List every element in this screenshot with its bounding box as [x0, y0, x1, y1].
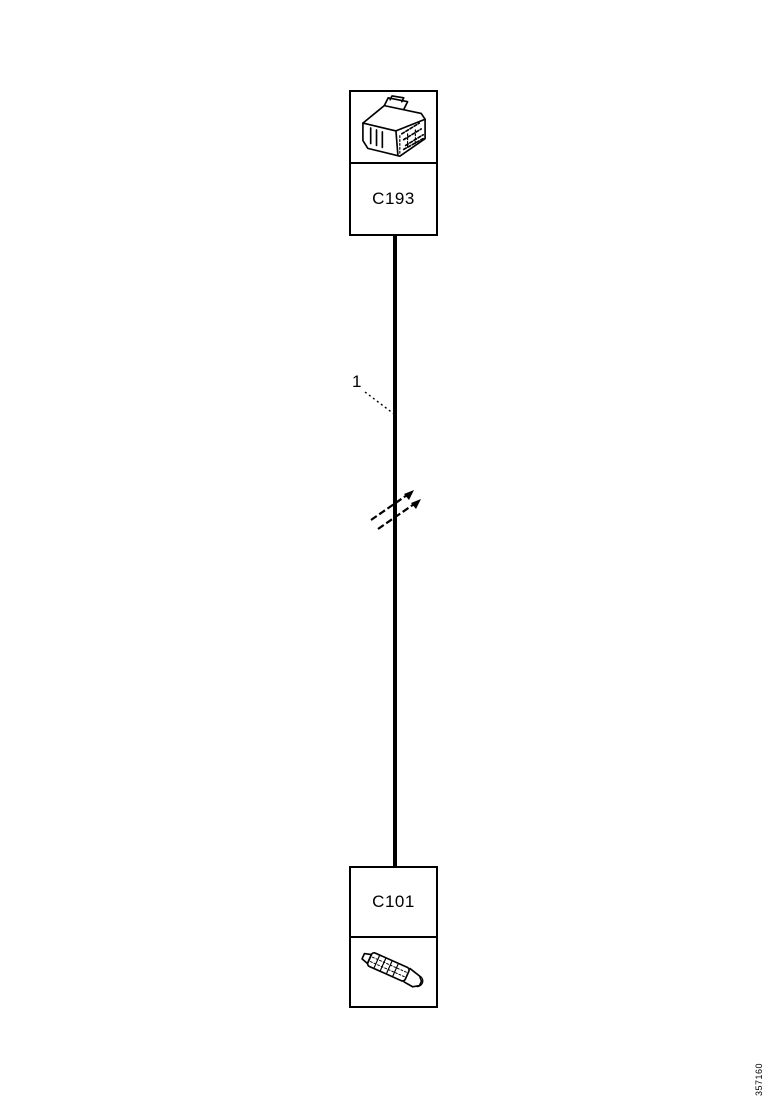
wire-line [393, 236, 397, 866]
connector-image-cell-c101 [351, 938, 436, 1006]
wire-break-symbol [370, 490, 421, 530]
connector-label-cell-c193: C193 [351, 164, 436, 234]
wire-callout-label: 1 [352, 372, 362, 391]
connector-box-c193: C193 [349, 90, 438, 236]
multipin-connector-icon [361, 95, 426, 157]
connector-box-c101: C101 [349, 866, 438, 1008]
connector-image-cell-c193 [351, 92, 436, 164]
connector-label-c193: C193 [372, 189, 415, 208]
connector-label-c101: C101 [372, 892, 415, 911]
figure-number: 357160 [754, 1062, 764, 1096]
inline-terminal-connector-icon [360, 952, 423, 988]
connector-label-cell-c101: C101 [351, 868, 436, 938]
callout-leader-line [364, 391, 395, 415]
